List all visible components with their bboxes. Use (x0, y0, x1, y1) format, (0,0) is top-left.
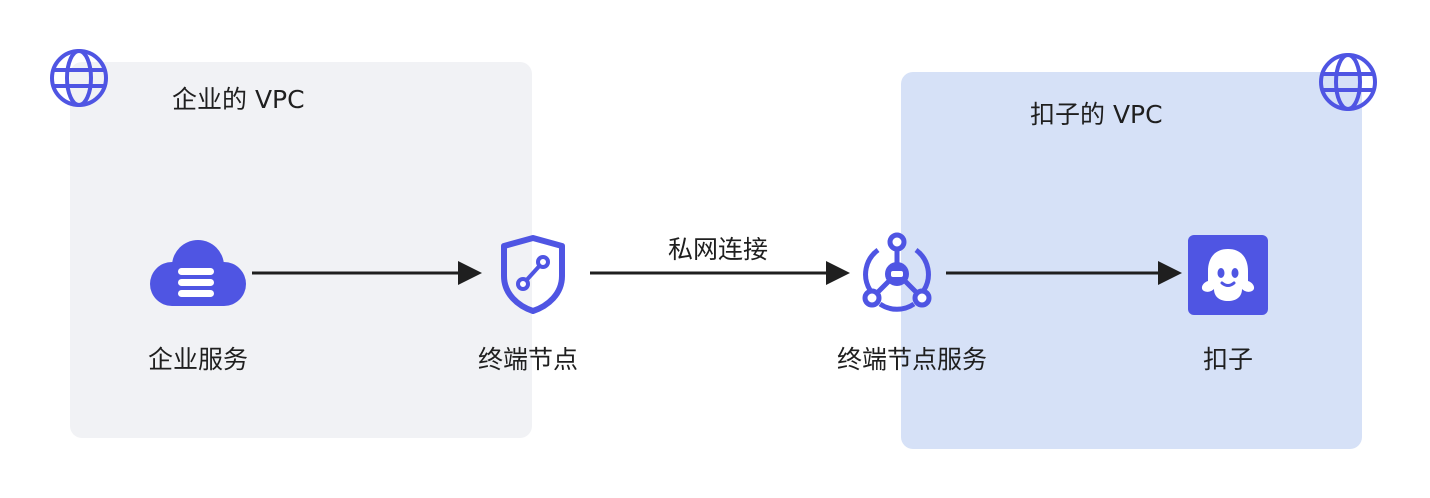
private-connection-label: 私网连接 (667, 235, 769, 264)
enterprise-service-label: 企业服务 (147, 345, 249, 374)
shield-link-icon (501, 235, 565, 314)
arrowhead-endpoint-to-service (826, 261, 850, 285)
globe-icon (1319, 53, 1377, 111)
coze-label: 扣子 (1202, 345, 1254, 374)
endpoint-service-label: 终端节点服务 (836, 345, 988, 374)
hub-icon (862, 232, 932, 312)
enterprise-vpc-title: 企业的 VPC (172, 85, 305, 114)
ghost-logo-icon (1188, 235, 1268, 315)
enterprise-vpc-box (70, 62, 532, 438)
endpoint-label: 终端节点 (477, 345, 579, 374)
cloud-server-icon (150, 240, 246, 306)
coze-vpc-title: 扣子的 VPC (1030, 100, 1163, 129)
coze-vpc-box (901, 72, 1362, 449)
globe-icon (50, 49, 108, 107)
